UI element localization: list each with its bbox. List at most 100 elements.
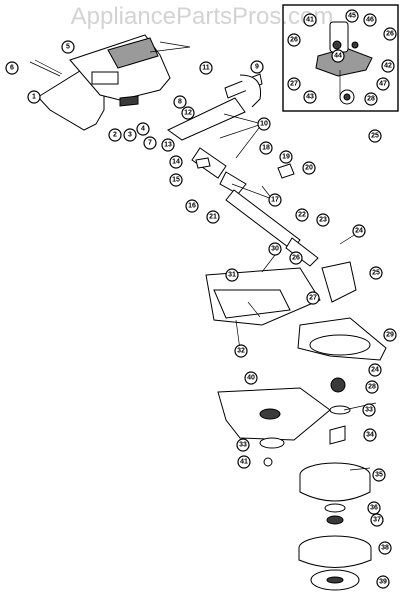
svg-text:27: 27 [290,81,298,88]
svg-text:47: 47 [379,81,387,88]
svg-text:25: 25 [372,270,380,277]
inset-gearhead-detail [282,4,399,112]
svg-text:7: 7 [148,140,152,147]
svg-text:35: 35 [375,472,383,479]
svg-text:26: 26 [290,37,298,44]
callout-17: 17 [268,193,282,207]
svg-text:34: 34 [366,432,374,439]
svg-text:12: 12 [184,110,192,117]
svg-text:19: 19 [282,154,290,161]
callout-4: 4 [136,122,150,136]
callout-47: 47 [376,77,390,91]
callout-18: 18 [259,141,273,155]
callout-15: 15 [169,173,183,187]
callout-14: 14 [169,155,183,169]
svg-text:5: 5 [66,44,70,51]
callout-37: 37 [370,513,384,527]
callout-32: 32 [234,344,248,358]
callout-41b: 41 [303,13,317,27]
callout-33a: 33 [362,403,376,417]
callout-36: 36 [367,501,381,515]
drive-shaft [191,147,319,267]
callout-11: 11 [199,61,213,75]
callout-23: 23 [316,213,330,227]
svg-text:28: 28 [368,384,376,391]
callout-8: 8 [173,95,187,109]
svg-text:41: 41 [306,17,314,24]
callout-46: 46 [363,13,377,27]
callout-42: 42 [381,59,395,73]
svg-text:41: 41 [240,459,248,466]
callout-2: 2 [108,128,122,142]
callout-24b: 24 [368,363,382,377]
svg-text:46: 46 [366,17,374,24]
svg-text:25: 25 [371,133,379,140]
callout-38: 38 [378,541,392,555]
callout-43: 43 [303,90,317,104]
svg-text:24: 24 [371,367,379,374]
callout-44: 44 [331,49,345,63]
svg-text:9: 9 [255,64,259,71]
svg-text:10: 10 [260,121,268,128]
callout-26b: 26 [287,33,301,47]
callout-33b: 33 [236,438,250,452]
callout-25b: 25 [368,129,382,143]
svg-text:26: 26 [386,31,394,38]
svg-text:31: 31 [228,272,236,279]
callout-5: 5 [61,40,75,54]
callout-31: 31 [225,268,239,282]
callout-13: 13 [161,138,175,152]
svg-text:40: 40 [247,375,255,382]
cutting-blade [217,387,351,441]
svg-text:18: 18 [262,145,270,152]
svg-text:3: 3 [128,132,132,139]
svg-text:15: 15 [172,177,180,184]
svg-text:6: 6 [10,65,14,72]
callout-22: 22 [295,208,309,222]
callout-20: 20 [302,161,316,175]
callout-3: 3 [123,128,137,142]
svg-text:11: 11 [202,65,210,72]
svg-text:8: 8 [178,99,182,106]
svg-text:37: 37 [373,517,381,524]
svg-text:16: 16 [188,203,196,210]
svg-text:26: 26 [292,255,300,262]
callout-28a: 28 [365,380,379,394]
svg-text:29: 29 [386,332,394,339]
svg-text:17: 17 [271,197,279,204]
svg-text:23: 23 [319,217,327,224]
svg-text:2: 2 [113,132,117,139]
svg-text:39: 39 [379,579,387,586]
callout-6: 6 [5,61,19,75]
callout-7: 7 [143,136,157,150]
guard-assembly [205,261,387,393]
callout-12: 12 [181,106,195,120]
svg-text:1: 1 [32,94,36,101]
callout-35: 35 [372,468,386,482]
svg-text:24: 24 [355,228,363,235]
callout-40: 40 [244,371,258,385]
svg-text:13: 13 [164,142,172,149]
svg-text:4: 4 [141,126,145,133]
svg-text:36: 36 [370,505,378,512]
callout-9: 9 [250,60,264,74]
svg-text:33: 33 [239,442,247,449]
handle-assembly [29,34,263,141]
svg-text:45: 45 [348,13,356,20]
callout-45: 45 [345,9,359,23]
callout-1: 1 [27,90,41,104]
callout-16: 16 [185,199,199,213]
svg-text:28: 28 [367,96,375,103]
svg-text:27: 27 [309,295,317,302]
svg-text:21: 21 [209,214,217,221]
svg-text:20: 20 [305,165,313,172]
svg-text:43: 43 [306,94,314,101]
callout-30: 30 [268,242,282,256]
watermark-text: AppliancePartsPros.com [71,3,334,30]
callout-41a: 41 [237,455,251,469]
callout-34: 34 [363,428,377,442]
callouts: 1 2 3 4 5 6 7 8 9 10 11 12 13 14 15 16 1… [5,9,397,589]
callout-28b: 28 [364,92,378,106]
callout-27b: 27 [287,77,301,91]
callout-29: 29 [383,328,397,342]
